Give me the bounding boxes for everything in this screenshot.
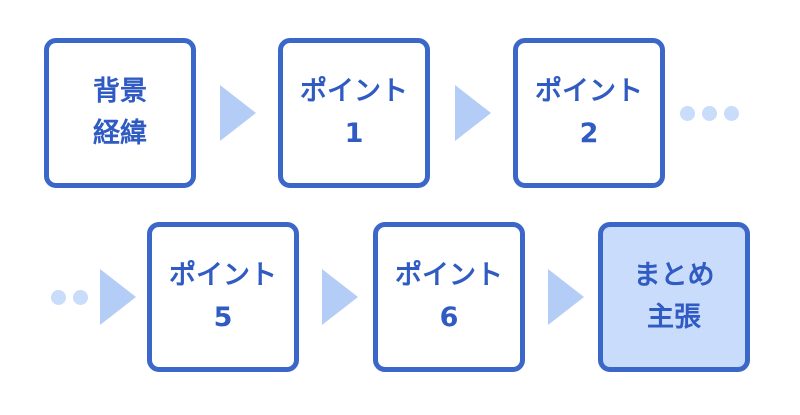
ellipsis-dot xyxy=(680,106,695,121)
ellipsis-dot xyxy=(51,290,66,305)
step-box-point-2: ポイント 2 xyxy=(513,38,665,188)
step-box-point-5: ポイント 5 xyxy=(147,222,299,372)
step-label-line1: ポイント xyxy=(395,260,503,291)
step-label-line1: ポイント xyxy=(535,76,643,107)
right-arrow-icon xyxy=(548,269,584,325)
ellipsis-dot xyxy=(73,290,88,305)
right-arrow-icon xyxy=(220,85,256,141)
step-box-point-6: ポイント 6 xyxy=(373,222,525,372)
step-label-line2: 経緯 xyxy=(93,118,147,149)
right-arrow-icon xyxy=(100,269,136,325)
step-box-background: 背景 経緯 xyxy=(44,38,196,188)
step-label-line2: 2 xyxy=(579,118,599,149)
ellipsis-dot xyxy=(724,106,739,121)
step-label-line1: まとめ xyxy=(633,260,715,291)
right-arrow-icon xyxy=(455,85,491,141)
step-label-line2: 1 xyxy=(344,118,364,149)
step-label-line2: 5 xyxy=(213,302,233,333)
right-arrow-icon xyxy=(322,269,358,325)
step-box-summary: まとめ 主張 xyxy=(598,222,750,372)
step-label-line1: ポイント xyxy=(300,76,408,107)
step-label-line1: ポイント xyxy=(169,260,277,291)
step-box-point-1: ポイント 1 xyxy=(278,38,430,188)
ellipsis-dot xyxy=(702,106,717,121)
step-label-line2: 主張 xyxy=(647,302,701,333)
step-label-line2: 6 xyxy=(439,302,459,333)
step-label-line1: 背景 xyxy=(93,76,147,107)
